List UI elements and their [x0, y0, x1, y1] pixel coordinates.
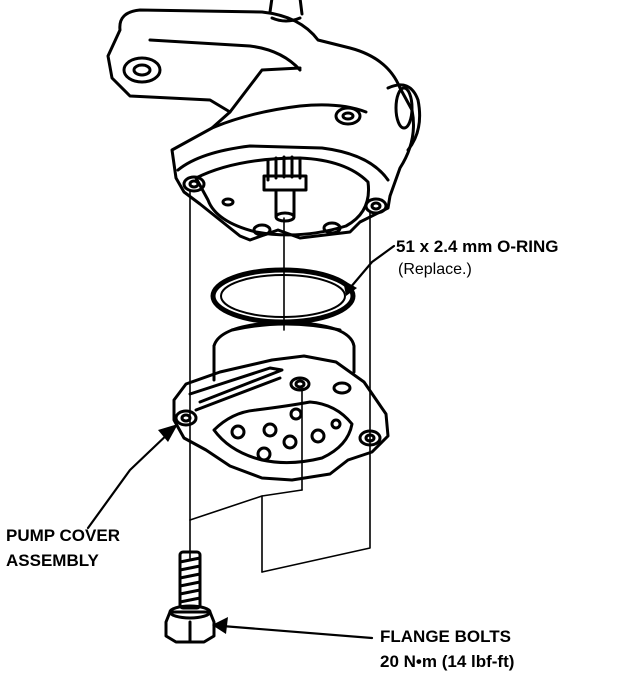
pump-cover-arrowhead: [158, 424, 178, 442]
o-ring-arrowhead: [343, 280, 357, 296]
flange-bolt-arrowhead: [212, 617, 228, 634]
flange-bolts-torque-label: 20 N•m (14 lbf-ft): [380, 652, 515, 671]
pump-cover-label-line1: PUMP COVER: [6, 526, 120, 545]
alignment-guide-lines: [189, 189, 371, 573]
o-ring-size-label: 51 x 2.4 mm O-RING: [396, 237, 559, 256]
flange-bolt: [164, 550, 216, 644]
pump-cover-label-line2: ASSEMBLY: [6, 551, 99, 570]
o-ring-replace-note: (Replace.): [398, 261, 472, 278]
pump-cover-assembly: [172, 320, 390, 482]
o-ring: [210, 267, 356, 325]
pump-body: [106, 0, 422, 242]
leader-arrows: [86, 244, 396, 640]
flange-bolts-label: FLANGE BOLTS: [380, 627, 511, 646]
